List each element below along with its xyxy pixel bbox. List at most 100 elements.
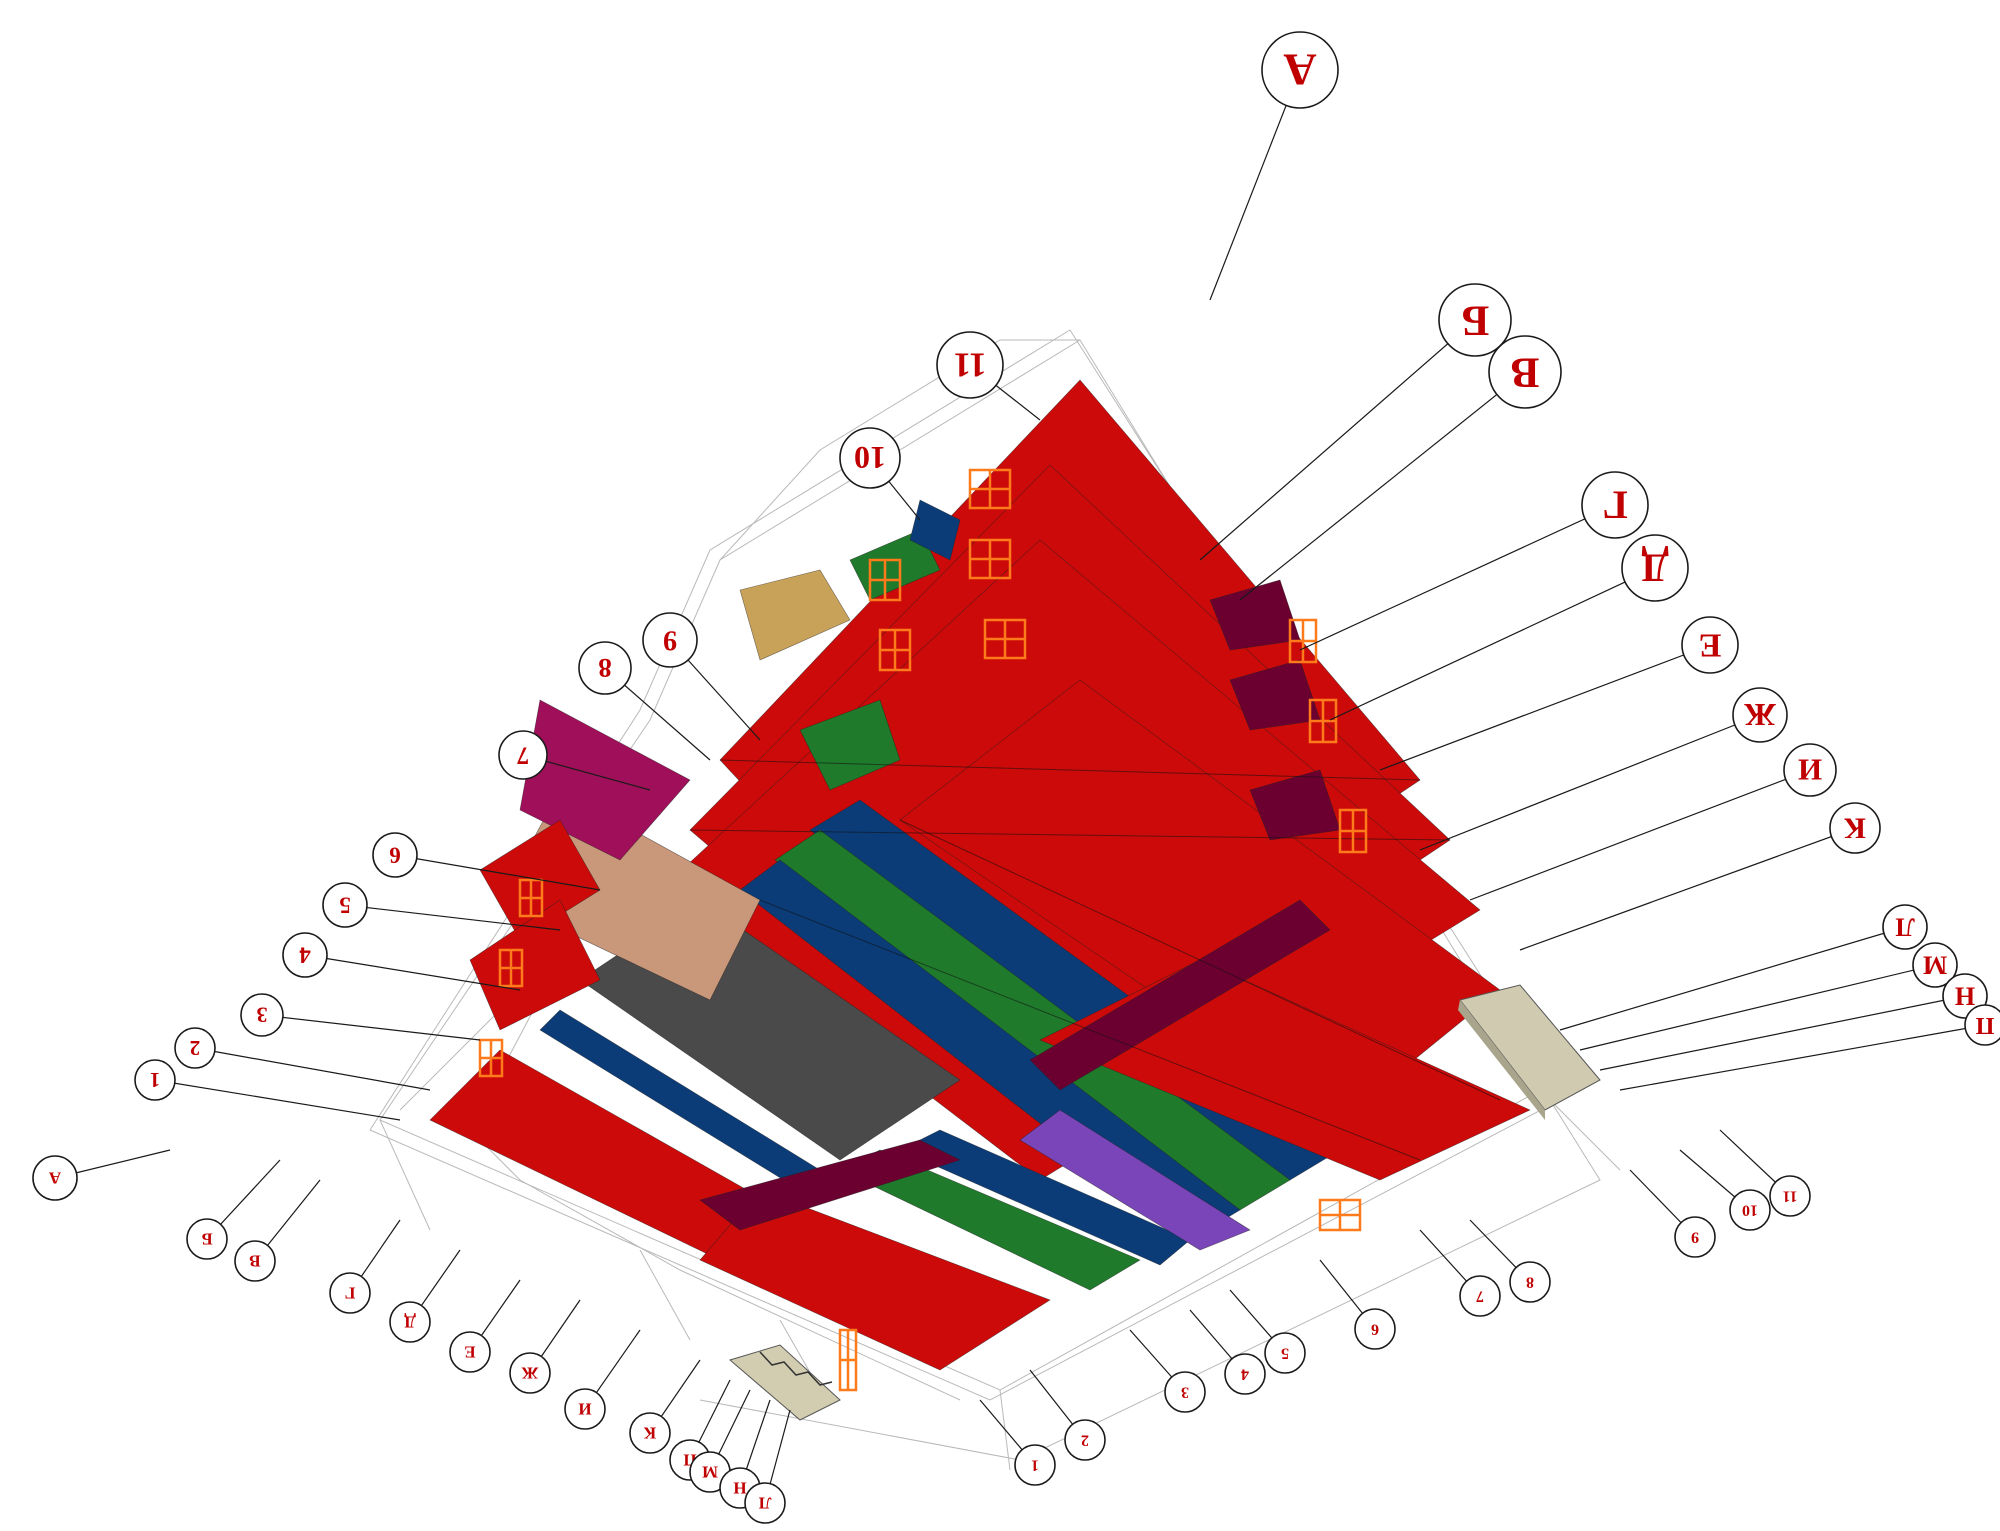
structural-line-1 [689,829,1451,841]
axis-label-top-left-text: 5 [339,893,351,918]
axis-label-top-right-text: Ж [1744,697,1776,733]
axis-label-top-right-leader [1299,504,1616,651]
axis-label-top-left-text: 10 [854,440,886,476]
window-frame-icon [1338,808,1368,854]
window-frame-icon [498,948,524,988]
axis-label-bottom-right-text: 6 [1371,1321,1379,1338]
window-frames [478,468,1368,1392]
axis-label-bottom-right [1509,1261,1551,1303]
axis-label-bottom-right-text: 11 [1782,1188,1797,1205]
axis-label-top-right-text: Г [1602,483,1627,528]
axis-label-top-left-text: 3 [257,1003,268,1028]
axis-label-top-left [174,1027,216,1069]
slab-purple [1019,1109,1251,1251]
axis-label-bottom-right [1729,1189,1771,1231]
axis-label-bottom-left-text: Д [404,1313,416,1332]
axis-label-bottom-left-text: Ж [521,1364,538,1383]
axis-label-top-right-leader [1379,644,1711,771]
axis-label-bottom-right [1224,1353,1266,1395]
axis-label-top-left-text: 9 [663,625,677,656]
window-frame-icon [1288,618,1318,664]
axis-label-bottom-left [234,1240,276,1282]
axis-label-top-left-text: 4 [299,943,311,968]
axis-label-top-left [282,932,328,978]
axis-label-bottom-left-text: В [249,1252,260,1271]
axis-label-top-right-leader [1209,69,1301,301]
axis-label-top-left-leader [154,1079,401,1121]
axis-label-top-right [1732,687,1788,743]
axis-label-bottom-right-text: 4 [1241,1366,1249,1383]
window-frame-icon [868,558,902,602]
axis-label-top-left [372,832,418,878]
axis-label-bottom-left [389,1301,431,1343]
axis-label-top-right [1783,743,1837,797]
axis-label-bottom-left-text: Б [201,1230,212,1249]
structural-line-2 [759,899,1421,1161]
axis-label-bottom-right-text: 7 [1476,1288,1484,1305]
axis-label-bottom-right-text: 9 [1691,1229,1699,1246]
axis-label-top-right-text: И [1798,753,1822,788]
axis-label-bottom-left-text: Г [345,1284,356,1303]
axis-label-top-left [839,427,901,489]
window-frame-icon [983,618,1027,660]
slab-gold-small [739,569,851,661]
axis-label-top-right-text: А [1283,45,1316,96]
axis-label-bottom-right-text: 3 [1181,1384,1189,1401]
window-frame-icon [478,1038,504,1078]
axis-label-top-right [1964,1004,2000,1046]
axis-label-bottom-right [1064,1419,1106,1461]
window-frame-icon [838,1328,858,1392]
axis-label-top-right [1488,335,1562,409]
axis-label-top-left-text: 6 [389,843,401,868]
axis-label-top-right [1621,534,1689,602]
axis-label-top-left-text: 11 [953,346,986,385]
axis-label-bottom-left [509,1352,551,1394]
axis-label-bottom-right-text: 5 [1281,1345,1289,1362]
axis-label-top-right [1912,942,1958,988]
axis-label-top-right-leader [1469,769,1811,901]
axis-label-top-left [134,1059,176,1101]
axis-label-top-left [322,882,368,928]
axis-label-bottom-right [1674,1216,1716,1258]
window-frame-icon [968,468,1012,510]
stair-icon [728,1344,841,1421]
axis-label-bottom-right [1769,1175,1811,1217]
grid-axis-labels: АБВГДЕЖИКЛМНП1110987654321АБВГДЕЖИКПМНЛ1… [32,31,2000,1524]
axis-label-top-right [1829,802,1881,854]
axis-label-bottom-right [1014,1444,1056,1486]
axis-label-top-right-text: Е [1699,627,1722,664]
axis-label-bottom-left-text: М [702,1463,718,1482]
structural-line-0 [719,759,1421,781]
axis-label-bottom-left [449,1331,491,1373]
window-frame-icon [1318,1198,1362,1232]
axis-label-top-left-text: 8 [598,653,612,683]
axis-label-top-right-leader [1599,995,1966,1071]
axis-label-top-left [936,331,1004,399]
axis-label-top-right-text: Д [1641,546,1669,591]
window-frame-icon [1308,698,1338,744]
stair-block [1458,984,1601,1120]
axis-label-top-right-leader [1329,567,1656,721]
axis-label-top-right-text: Б [1461,297,1489,344]
axis-label-top-right [1882,904,1928,950]
axis-label-top-left-text: 2 [190,1036,201,1060]
slab-red-left-2 [469,899,601,1031]
axis-label-bottom-right [1164,1371,1206,1413]
axis-label-bottom-left-text: Н [733,1479,746,1498]
axis-label-top-left [240,993,284,1037]
axis-label-bottom-right-text: 8 [1526,1274,1534,1291]
axis-label-bottom-left [564,1388,606,1430]
axis-label-bottom-right-text: 2 [1081,1432,1089,1449]
axis-label-bottom-left-text: И [578,1400,591,1419]
axis-label-top-left-text: 1 [150,1068,161,1092]
axis-label-bottom-right [1264,1332,1306,1374]
axis-label-top-right [1261,31,1339,109]
axis-label-top-left-leader [194,1047,431,1091]
axis-label-top-right-text: М [1923,951,1948,980]
axis-label-top-right-text: П [1975,1012,1994,1038]
axis-label-top-right [1438,283,1512,357]
axis-label-bottom-right-text: 1 [1031,1457,1039,1474]
axis-label-top-right-leader [1559,926,1906,1031]
slab-maroon-cross [1029,899,1331,1091]
